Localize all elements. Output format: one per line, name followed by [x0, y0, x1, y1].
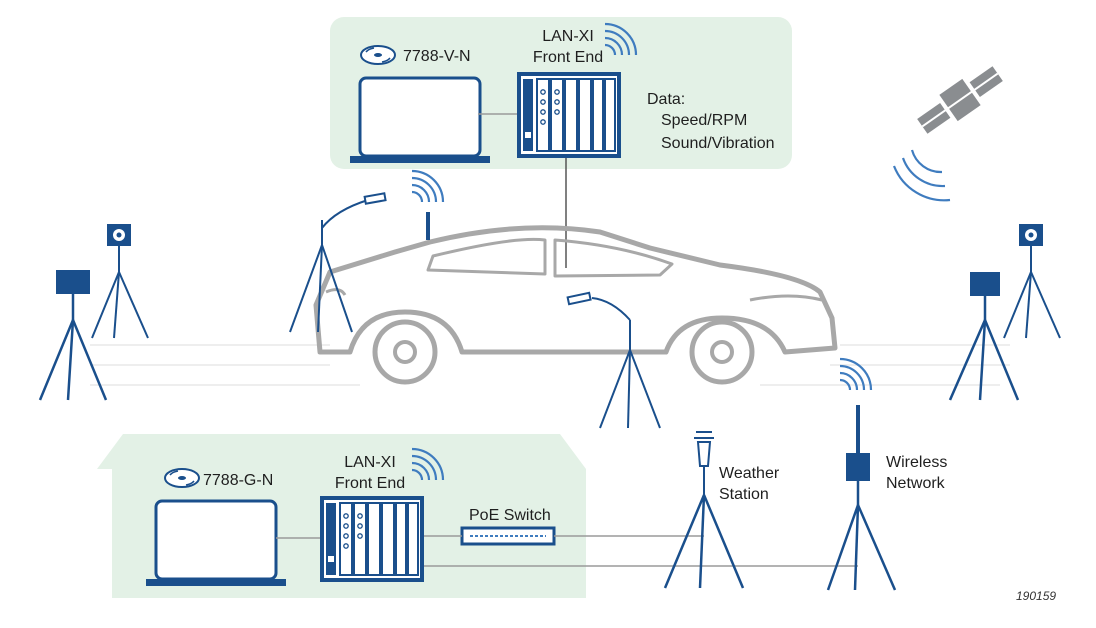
front-end-icon: [320, 496, 424, 582]
satellite-icon: [917, 66, 1003, 134]
wireless-network-label: Wireless Network: [886, 452, 947, 494]
car-icon: [313, 225, 838, 385]
car-antenna-signal: [410, 169, 445, 204]
tripod-icon: [663, 494, 745, 589]
cd-icon: [360, 45, 396, 65]
vehicle-front-end-label: LAN-XI Front End: [522, 26, 614, 68]
vehicle-software-label: 7788-V-N: [403, 48, 471, 65]
poe-switch-label: PoE Switch: [469, 507, 551, 524]
weather-line-1: Weather: [719, 465, 780, 482]
data-title: Data:: [647, 91, 686, 108]
tripod-icon: [948, 296, 1020, 401]
laptop-icon: [144, 499, 288, 588]
wireless-line-1: Wireless: [886, 454, 948, 471]
microphone-icon: [289, 192, 387, 333]
cd-icon: [164, 468, 200, 488]
sensor-box: [970, 272, 1000, 296]
front-end-line-1: LAN-XI: [344, 454, 396, 471]
wireless-line-2: Network: [886, 475, 945, 492]
data-item-speed-rpm: Speed/RPM: [661, 112, 748, 129]
laptop-icon: [348, 76, 492, 165]
data-item-sound-vibration: Sound/Vibration: [661, 135, 775, 152]
weather-line-2: Station: [719, 486, 769, 503]
camera-icon: [107, 224, 131, 246]
weather-station-label: Weather Station: [719, 463, 779, 505]
camera-icon: [1019, 224, 1043, 246]
tripod-icon: [1003, 246, 1061, 339]
tripod-icon: [38, 294, 108, 401]
antenna-icon: [846, 405, 870, 481]
switch-icon: [460, 526, 556, 546]
ground-software-label: 7788-G-N: [203, 472, 274, 489]
front-end-line-2: Front End: [334, 475, 406, 492]
microphone-icon: [566, 291, 661, 429]
weather-station-icon: [694, 431, 714, 495]
front-end-line-2: Front End: [532, 49, 604, 66]
ground-front-end-label: LAN-XI Front End: [324, 452, 416, 494]
figure-id: 190159: [1016, 589, 1057, 603]
satellite-signal: [892, 149, 951, 202]
front-end-line-1: LAN-XI: [542, 28, 594, 45]
front-end-icon: [517, 72, 621, 158]
sensor-box: [56, 270, 90, 294]
tripod-icon: [91, 246, 149, 339]
tripod-icon: [826, 481, 897, 591]
